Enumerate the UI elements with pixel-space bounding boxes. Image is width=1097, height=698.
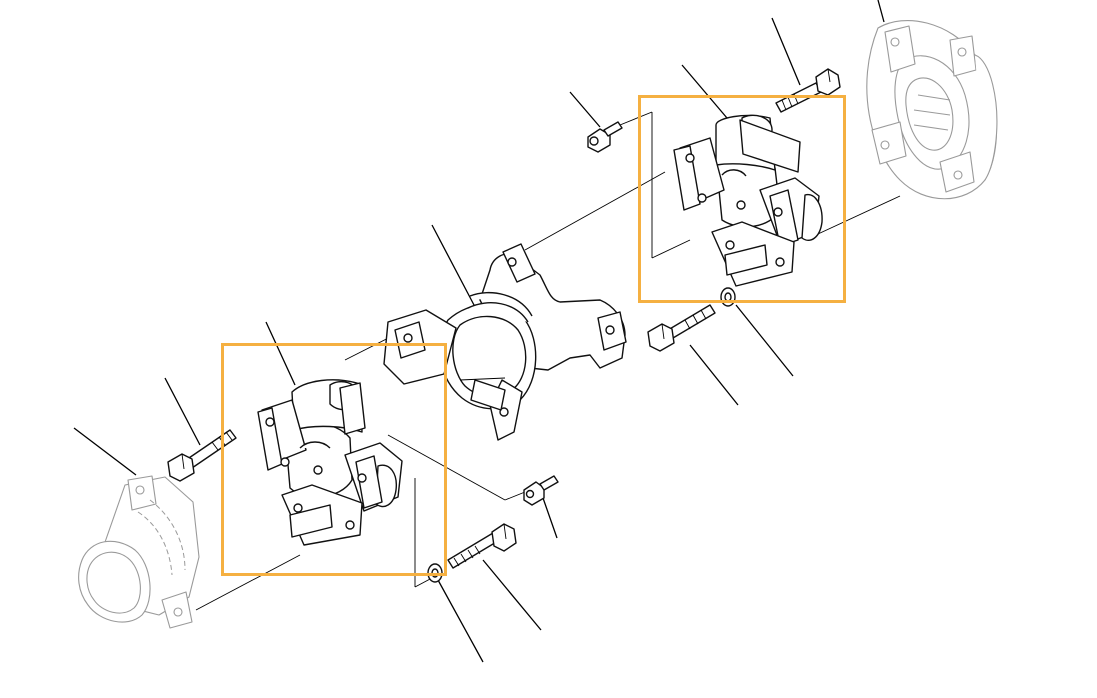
leader-lines — [73, 0, 885, 663]
bolt-upper-lower — [647, 304, 716, 352]
highlight-boxes — [221, 95, 846, 576]
companion-flange-upper — [866, 20, 998, 200]
bolt-lower-left — [167, 429, 237, 482]
highlight-box-lower — [221, 343, 447, 576]
grease-fitting-lower — [523, 475, 559, 506]
spider-bearing-kit-lower — [257, 379, 403, 546]
washer-upper — [720, 287, 736, 307]
highlight-box-upper — [638, 95, 846, 303]
spider-bearing-kit-upper — [673, 114, 823, 287]
bolt-lower-bottom — [447, 523, 517, 569]
slip-yoke — [383, 243, 627, 441]
companion-flange-lower — [78, 475, 200, 629]
grease-fitting-upper — [587, 121, 623, 153]
bolt-upper-top — [775, 68, 841, 113]
